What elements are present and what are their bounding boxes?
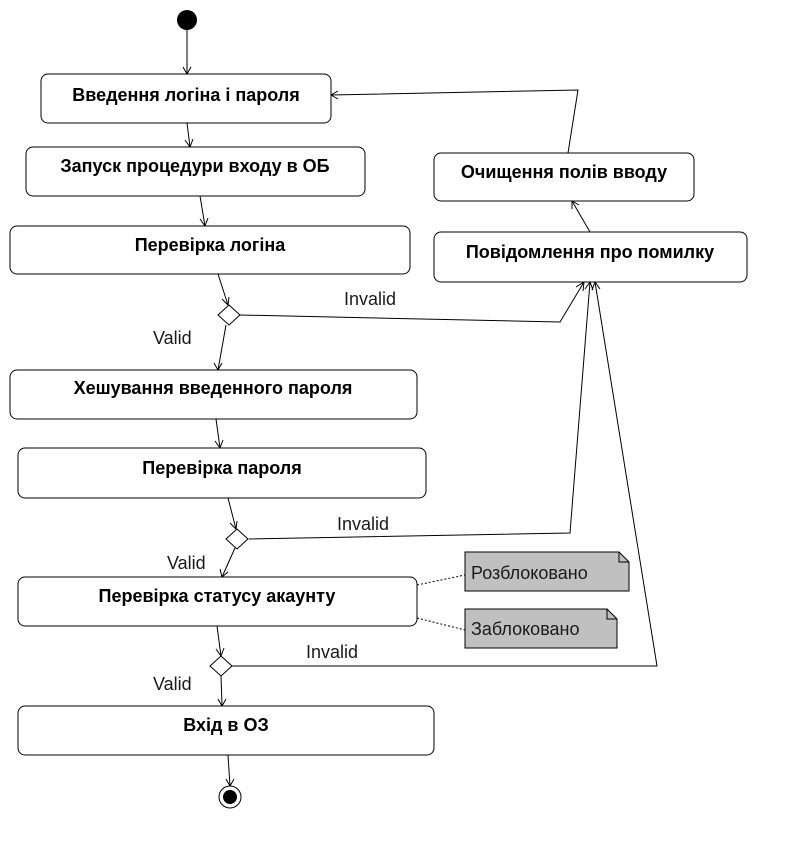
activity-start-login: Запуск процедури входу в ОБ <box>25 146 366 197</box>
note-blocked: Заблоковано <box>464 608 618 649</box>
activity-label: Хешування введенного пароля <box>74 378 353 398</box>
activity-label: Перевірка пароля <box>142 458 301 478</box>
guard-valid-password: Valid <box>167 553 206 573</box>
guard-valid-login: Valid <box>153 328 192 348</box>
note-label: Розблоковано <box>471 563 588 583</box>
initial-node <box>177 10 197 30</box>
decision-login <box>217 304 241 326</box>
decision-status <box>209 655 233 677</box>
activity-label: Повідомлення про помилку <box>466 242 714 262</box>
guard-invalid-login: Invalid <box>344 289 396 309</box>
activity-enter-os: Вхід в ОЗ <box>17 705 435 756</box>
final-node <box>218 785 242 809</box>
activity-label: Вхід в ОЗ <box>183 715 269 735</box>
activity-check-password: Перевірка пароля <box>17 447 427 499</box>
activity-hash-password: Хешування введенного пароля <box>9 369 418 420</box>
note-unblocked: Розблоковано <box>464 551 630 592</box>
control-flows <box>182 30 658 788</box>
activity-check-status: Перевірка статусу акаунту <box>17 576 418 627</box>
activity-label: Запуск процедури входу в ОБ <box>60 156 329 176</box>
activity-check-login: Перевірка логіна <box>9 225 411 275</box>
activity-clear-fields: Очищення полів вводу <box>433 152 695 202</box>
activity-label: Перевірка статусу акаунту <box>99 586 336 606</box>
activity-error-message: Повідомлення про помилку <box>433 231 748 283</box>
activity-login-input: Введення логіна і пароля <box>40 73 332 124</box>
note-link-unblocked <box>416 574 466 586</box>
activity-label: Очищення полів вводу <box>461 162 667 182</box>
guard-invalid-status: Invalid <box>306 642 358 662</box>
note-label: Заблоковано <box>471 619 580 639</box>
decision-password <box>225 528 249 550</box>
guard-valid-status: Valid <box>153 674 192 694</box>
activity-label: Введення логіна і пароля <box>72 85 299 105</box>
note-link-blocked <box>416 617 466 631</box>
activity-label: Перевірка логіна <box>135 235 287 255</box>
guard-invalid-password: Invalid <box>337 514 389 534</box>
